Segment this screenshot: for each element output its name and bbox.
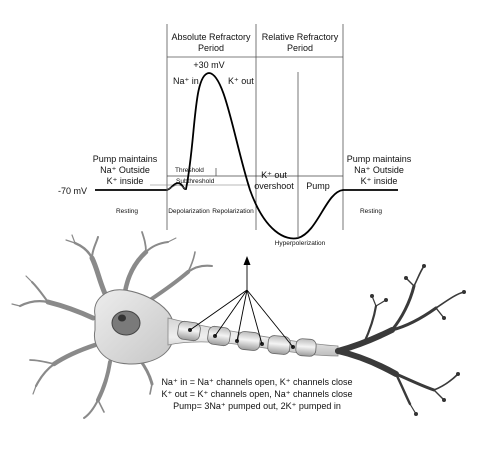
pump-note-right-3: K⁺ inside bbox=[361, 176, 398, 186]
stage-depolarization: Depolarization bbox=[168, 208, 210, 215]
k-out-overshoot-label-1: K⁺ out bbox=[261, 170, 287, 180]
neuron-illustration bbox=[11, 231, 466, 419]
stage-resting-left: Resting bbox=[116, 208, 138, 215]
resting-potential-label: -70 mV bbox=[58, 186, 87, 196]
k-out-overshoot-label-2: overshoot bbox=[254, 181, 294, 191]
k-out-label: K⁺ out bbox=[228, 76, 254, 86]
relative-refractory-label-2: Period bbox=[287, 43, 313, 53]
phase-region-lines bbox=[166, 24, 344, 230]
pump-note-right-2: Na⁺ Outside bbox=[354, 165, 404, 175]
pump-note-left-2: Na⁺ Outside bbox=[100, 165, 150, 175]
stage-resting-right: Resting bbox=[360, 208, 382, 215]
stage-repolarization: Repolarization bbox=[212, 208, 254, 215]
hyperpolarization-label: Hyperpolerization bbox=[275, 240, 326, 247]
myelin-sheath bbox=[177, 320, 317, 357]
pump-note-right-1: Pump maintains bbox=[347, 154, 412, 164]
pump-note-left-1: Pump maintains bbox=[93, 154, 158, 164]
nucleolus bbox=[118, 314, 126, 322]
pump-label: Pump bbox=[306, 181, 330, 191]
node-pointer-lines bbox=[189, 262, 294, 348]
subthreshold-label: Subthreshold bbox=[176, 178, 215, 185]
subthreshold-bump bbox=[165, 184, 187, 191]
peak-label: +30 mV bbox=[193, 60, 224, 70]
relative-refractory-label-1: Relative Refractory bbox=[262, 32, 339, 42]
nucleus bbox=[111, 310, 141, 336]
na-in-label: Na⁺ in bbox=[173, 76, 199, 86]
pump-note-left-3: K⁺ inside bbox=[107, 176, 144, 186]
threshold-label: Threshold bbox=[175, 167, 204, 174]
synaptic-knobs bbox=[370, 264, 466, 416]
absolute-refractory-label-1: Absolute Refractory bbox=[171, 32, 251, 42]
absolute-refractory-label-2: Period bbox=[198, 43, 224, 53]
legend-line-1: Na⁺ in = Na⁺ channels open, K⁺ channels … bbox=[161, 377, 352, 387]
up-arrow-icon bbox=[243, 256, 251, 265]
legend-line-3: Pump= 3Na⁺ pumped out, 2K⁺ pumped in bbox=[173, 401, 341, 411]
legend-line-2: K⁺ out = K⁺ channels open, Na⁺ channels … bbox=[161, 389, 352, 399]
axon-terminal bbox=[335, 265, 465, 415]
